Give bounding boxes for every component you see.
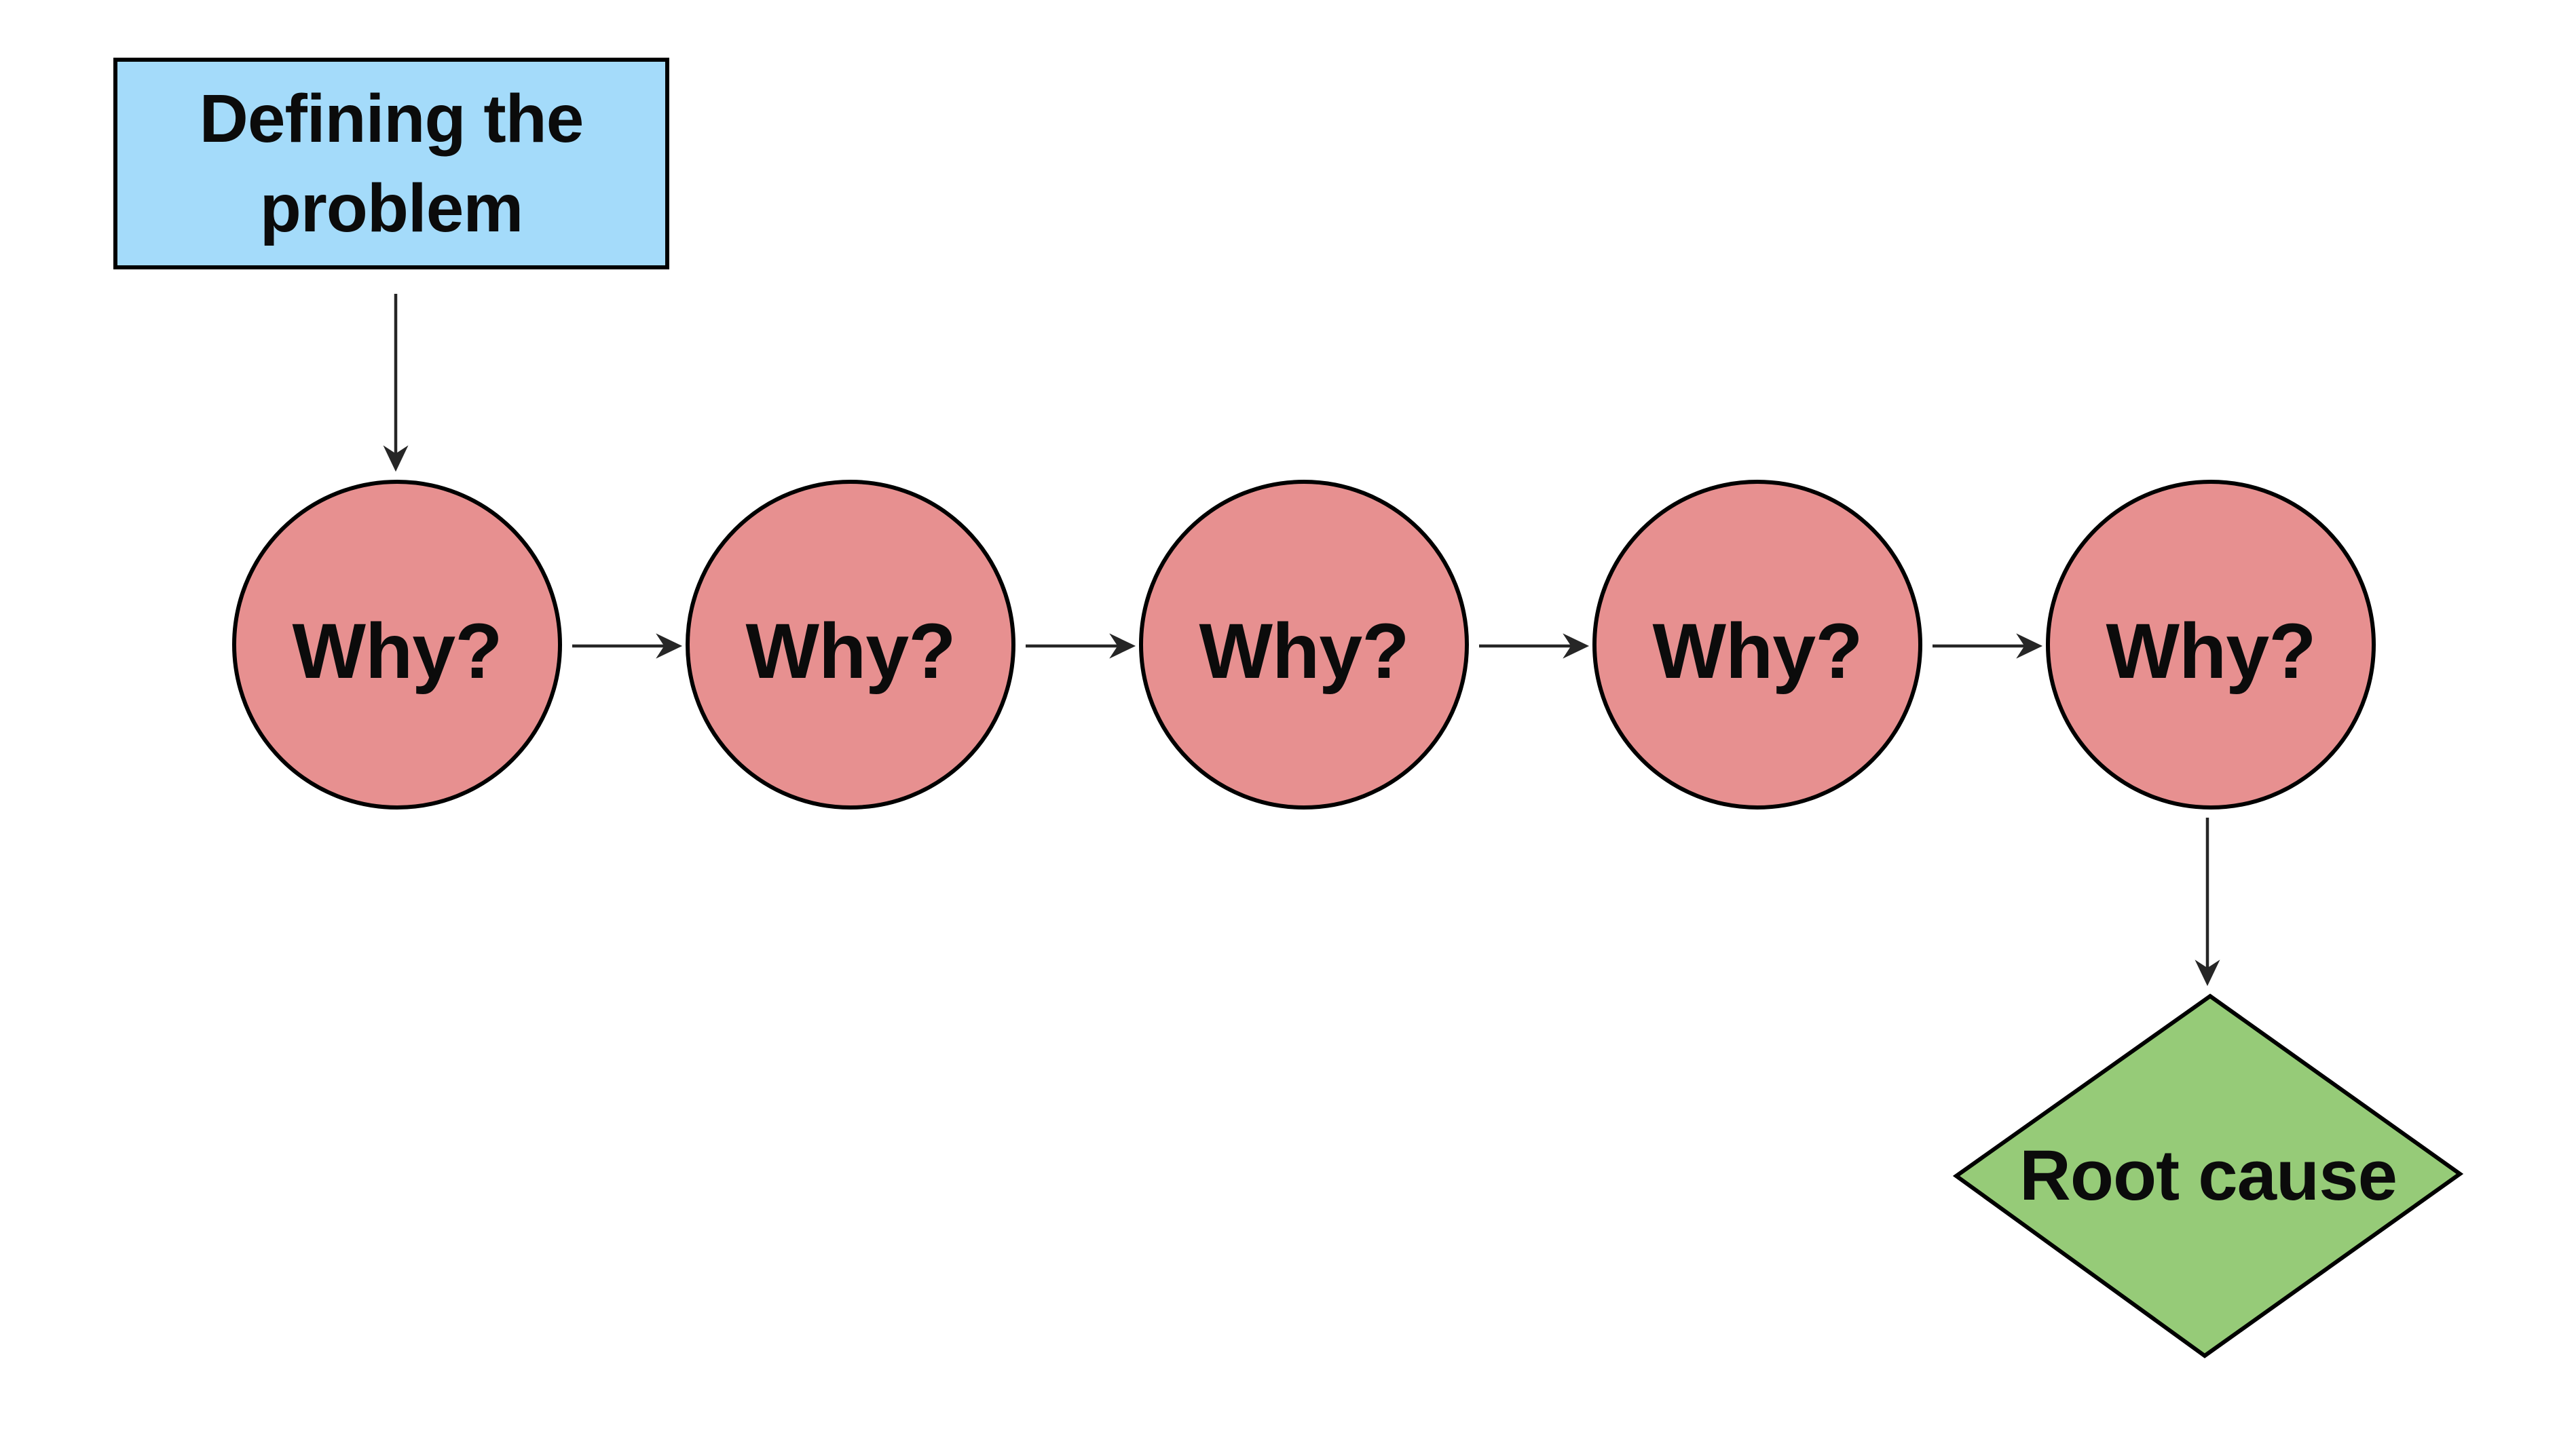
root-cause-diamond: [1952, 993, 2464, 1358]
problem-box: Defining the problem: [113, 58, 669, 269]
why-circle-4: Why?: [1592, 480, 1922, 810]
why-circle-5-label: Why?: [2106, 608, 2317, 695]
why-circle-2-label: Why?: [745, 608, 956, 695]
why-circle-4-label: Why?: [1652, 608, 1863, 695]
problem-box-label: Defining the problem: [199, 81, 584, 246]
why-circle-1: Why?: [232, 480, 562, 810]
why-circle-1-label: Why?: [292, 608, 503, 695]
why-circle-3: Why?: [1139, 480, 1469, 810]
why-circle-2: Why?: [686, 480, 1015, 810]
why-circle-3-label: Why?: [1199, 608, 1410, 695]
why-circle-5: Why?: [2046, 480, 2376, 810]
